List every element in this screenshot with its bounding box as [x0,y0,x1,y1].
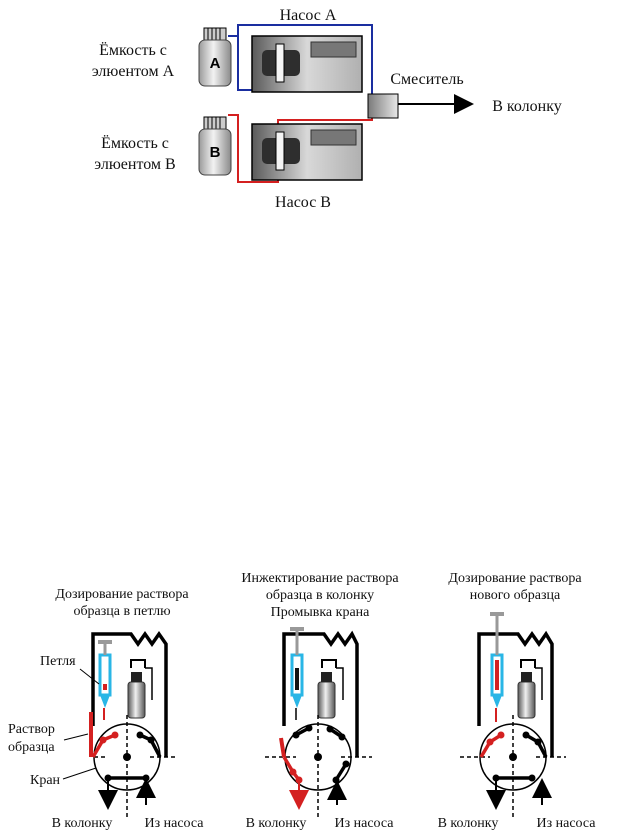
panel-3-from-pump: Из насоса [536,816,596,831]
pump-a [251,35,363,93]
panel-1-to-column: В колонку [52,816,113,831]
loop-label: Петля [40,654,76,669]
pump-b-label: Насос В [275,194,331,211]
panel-2-from-pump: Из насоса [334,816,394,831]
reservoir-b-label-line2: элюентом В [94,156,175,173]
injection-panel-load: Дозирование раствора образца в петлю [8,587,204,831]
panel-2-title-line3: Промывка крана [271,605,371,620]
pump-a-label: Насос А [280,7,337,24]
panel-3-title-line1: Дозирование раствора [448,571,582,586]
injection-panel-inject: Инжектирование раствора образца в колонк… [241,571,399,831]
panel-3-to-column: В колонку [438,816,499,831]
reservoir-b-label-line1: Ёмкость с [101,134,169,152]
reservoir-a-label-line1: Ёмкость с [99,41,167,59]
panel-2-title-line1: Инжектирование раствора [241,571,399,586]
reservoir-a-label-line2: элюентом А [92,63,175,80]
panel-3-title-line2: нового образца [470,588,561,603]
sample-label-line2: образца [8,740,55,755]
injection-panel-new-sample: Дозирование раствора нового образца В ко… [438,571,597,831]
to-column-label: В колонку [492,98,562,115]
sample-label-line1: Раствор [8,722,55,737]
panel-1-title-line2: образца в петлю [73,604,170,619]
sample-loop [91,630,168,757]
panel-2-title-line2: образца в колонку [266,588,374,603]
line-a-tubing [228,24,373,98]
pump-b [251,123,363,181]
reservoir-a-bottle: A [198,27,232,87]
panel-2-to-column: В колонку [246,816,307,831]
sample-loop [477,630,554,757]
panel-1-from-pump: Из насоса [144,816,204,831]
reservoir-b-bottle: B [198,116,232,176]
valve-label: Кран [30,773,61,788]
bottle-b-letter: B [210,144,221,161]
mixer-block [367,93,399,119]
pump-system: A B Насос А Н [92,7,562,211]
bottle-a-letter: A [210,55,221,72]
panel-1-title-line1: Дозирование раствора [55,587,189,602]
mixer-label: Смеситель [390,71,463,88]
